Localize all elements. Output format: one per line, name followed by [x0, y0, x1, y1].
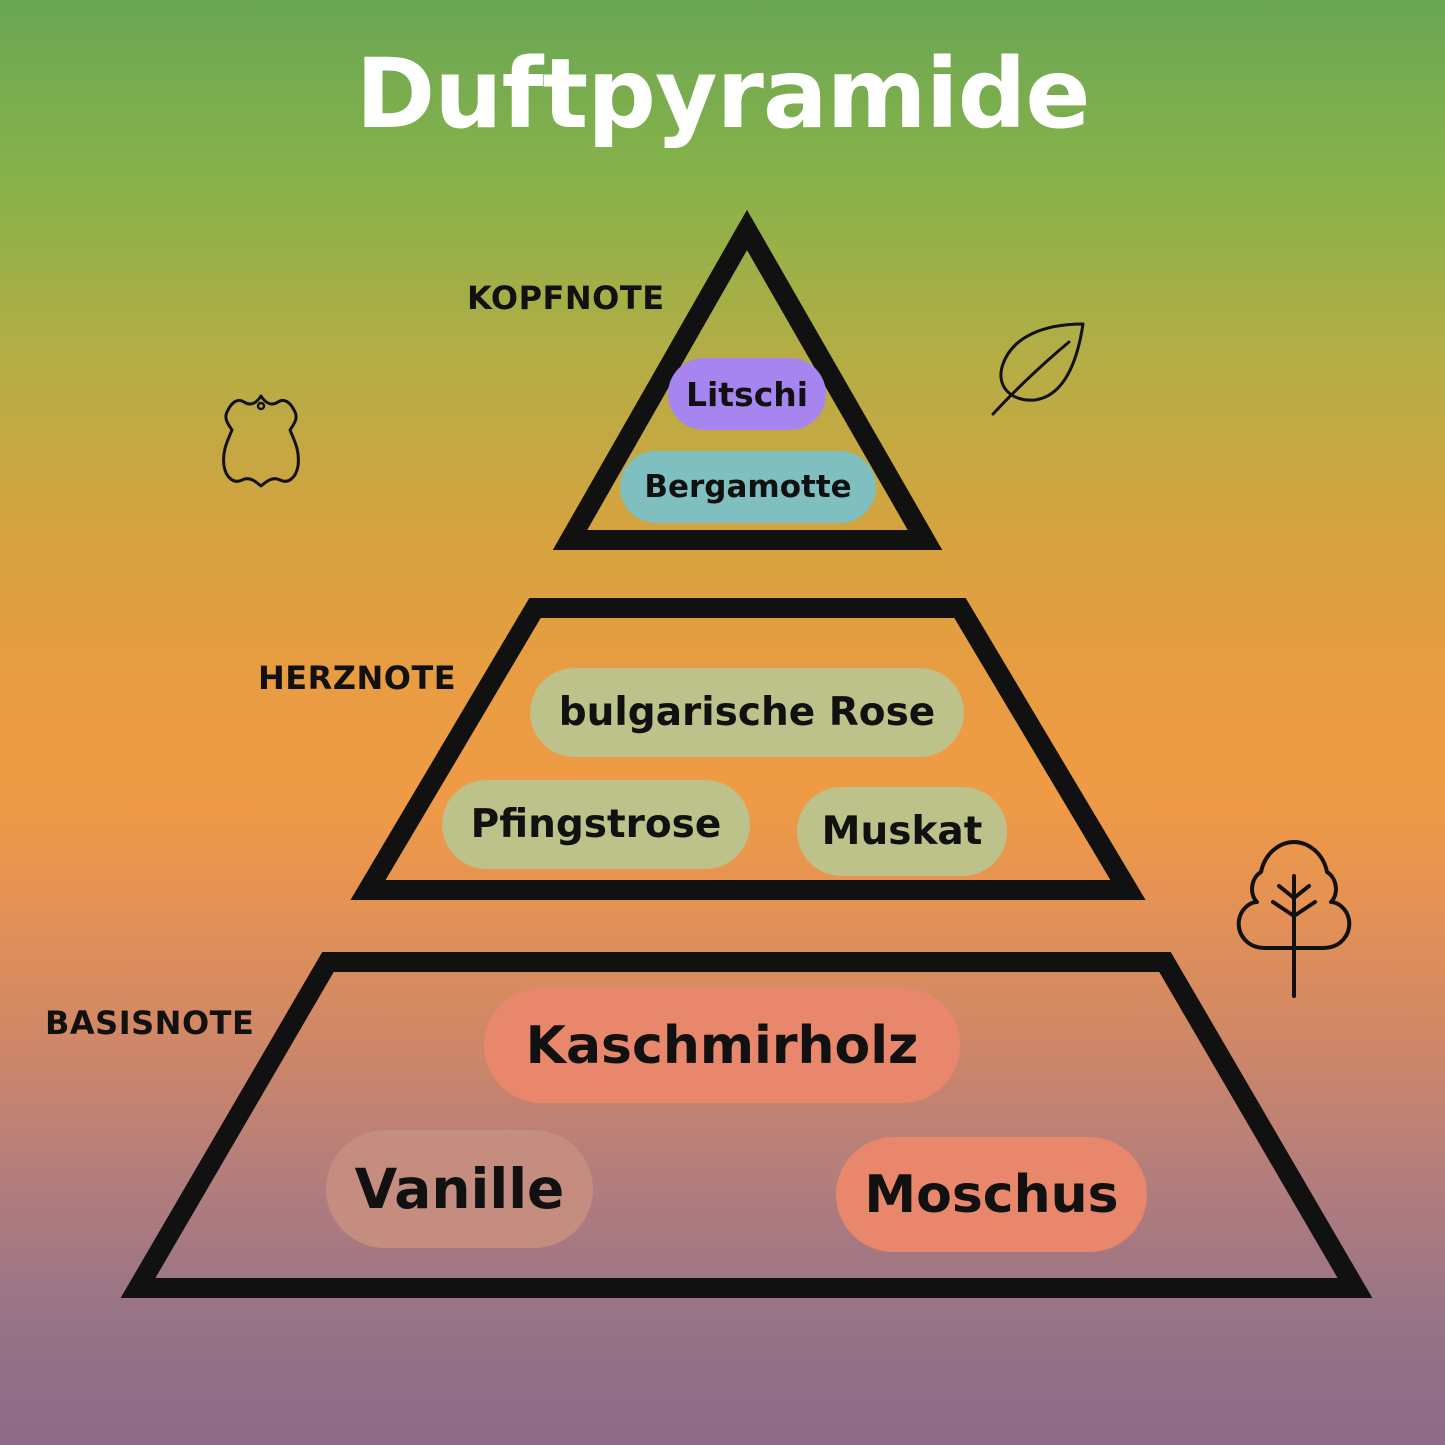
tier-label-top: KOPFNOTE [467, 279, 665, 317]
heart-tier-outline [350, 598, 1146, 900]
note-pill-pfingstrose: Pfingstrose [442, 780, 750, 869]
note-pill-vanille: Vanille [326, 1130, 593, 1248]
note-pill-kaschmirholz: Kaschmirholz [484, 988, 960, 1103]
note-pill-muskat: Muskat [797, 787, 1007, 876]
note-pill-litschi: Litschi [668, 358, 826, 430]
note-pill-bulgarische-rose: bulgarische Rose [530, 668, 964, 757]
base-tier-outline [120, 952, 1373, 1298]
note-pill-moschus: Moschus [836, 1137, 1147, 1252]
tier-label-heart: HERZNOTE [258, 659, 457, 697]
leather-icon [222, 394, 300, 488]
tier-label-base: BASISNOTE [45, 1004, 255, 1042]
page-title: Duftpyramide [355, 38, 1091, 150]
leaf-icon [991, 322, 1085, 416]
note-pill-bergamotte: Bergamotte [620, 451, 876, 523]
top-tier-outline [552, 209, 943, 550]
tree-icon [1236, 840, 1352, 998]
